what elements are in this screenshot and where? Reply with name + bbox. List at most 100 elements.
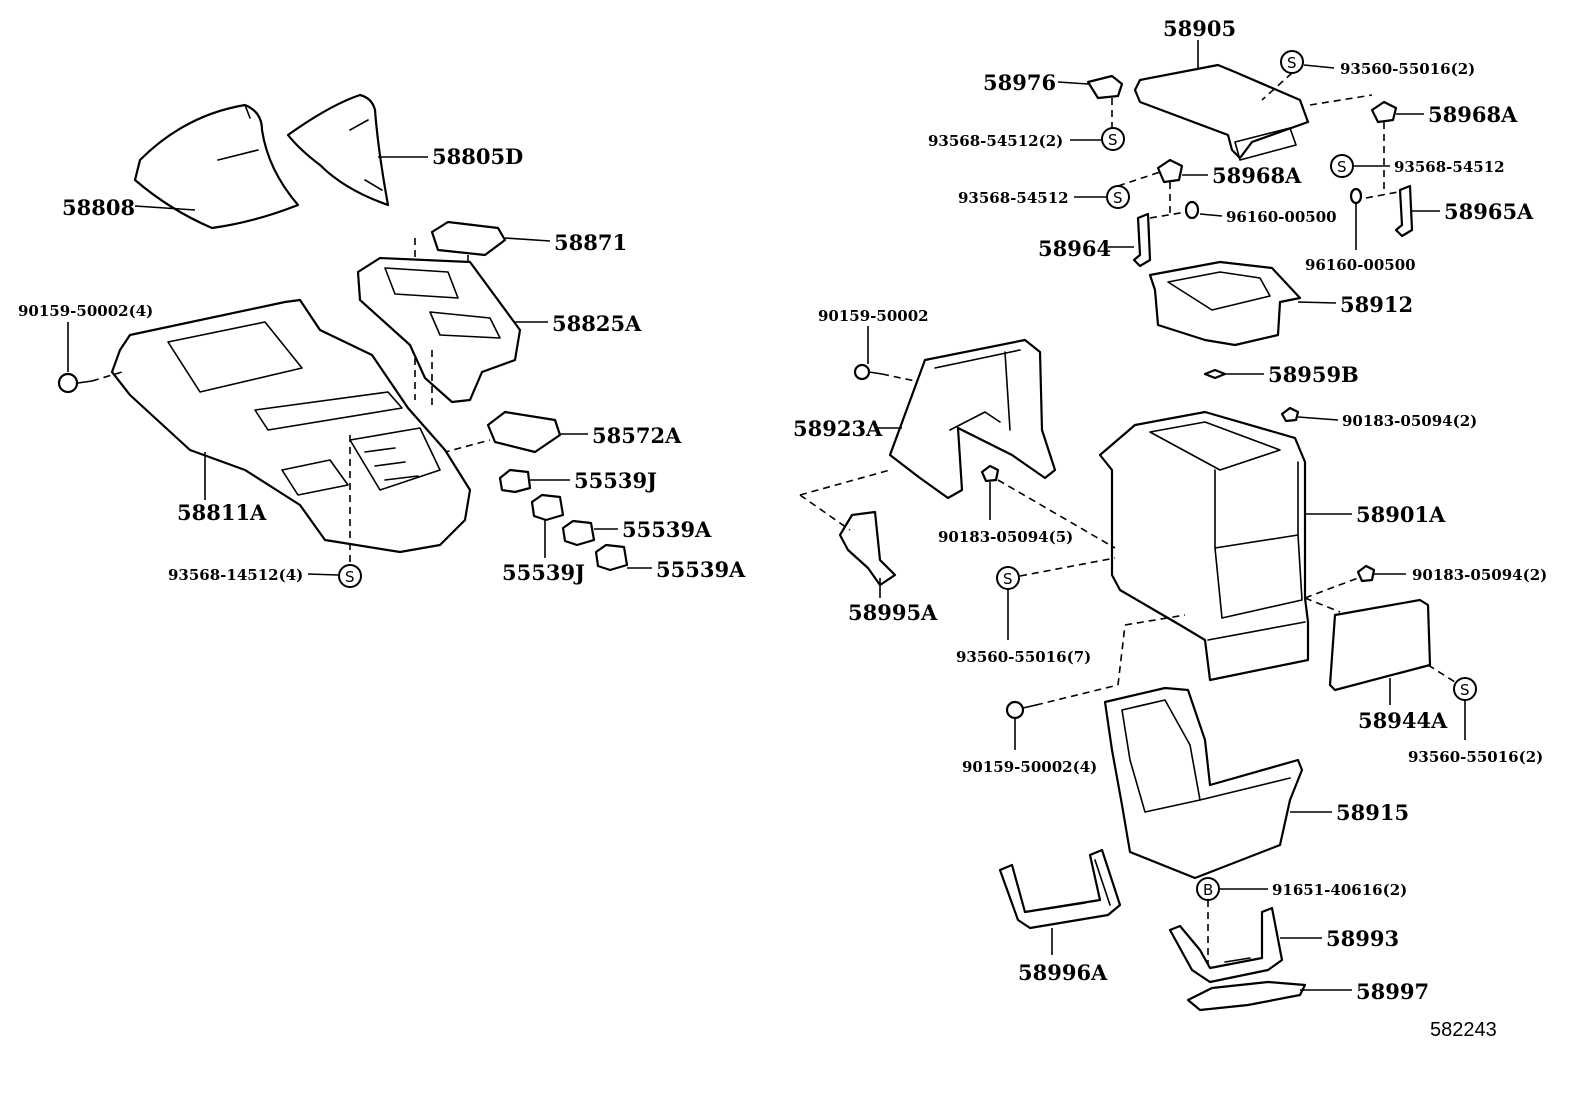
dash-58965A bbox=[1365, 191, 1399, 199]
label-58964: 58964 bbox=[1038, 236, 1111, 261]
screw-symbol-text-top: S bbox=[1287, 54, 1297, 72]
screw-symbol-text-3: S bbox=[1337, 158, 1347, 176]
label-58912: 58912 bbox=[1340, 292, 1413, 317]
part-58912-shape bbox=[1148, 260, 1302, 347]
label-58965A: 58965A bbox=[1444, 199, 1534, 224]
part-58965A-shape bbox=[1394, 184, 1414, 238]
label-96160-00500-a: 96160-00500 bbox=[1226, 208, 1337, 226]
label-58572A: 58572A bbox=[592, 423, 682, 448]
part-58959B-shape bbox=[1203, 368, 1227, 380]
label-58944A: 58944A bbox=[1358, 708, 1448, 733]
part-55539A-a-shape bbox=[561, 519, 596, 547]
part-90183-5-shape bbox=[980, 464, 1000, 483]
part-58964-shape bbox=[1132, 212, 1152, 268]
label-93560-55016-7: 93560-55016(7) bbox=[956, 648, 1091, 666]
screw-symbol-icon-3 bbox=[1330, 154, 1354, 178]
label-58997: 58997 bbox=[1356, 979, 1429, 1004]
label-58968A-b: 58968A bbox=[1212, 163, 1302, 188]
part-58968A-a-shape bbox=[1370, 100, 1398, 124]
leader-93568-14512 bbox=[307, 573, 339, 576]
part-58944A-shape bbox=[1328, 598, 1432, 692]
screw-symbol-text: S bbox=[345, 568, 355, 586]
part-58811A-shape bbox=[110, 298, 472, 554]
illustration-ref-number: 582243 bbox=[1430, 1019, 1497, 1041]
label-58993: 58993 bbox=[1326, 926, 1399, 951]
label-58825A: 58825A bbox=[552, 311, 642, 336]
label-90159-50002-4b: 90159-50002(4) bbox=[962, 758, 1097, 776]
label-93560-55016-2b: 93560-55016(2) bbox=[1408, 748, 1543, 766]
label-90159-50002: 90159-50002 bbox=[818, 307, 929, 325]
label-58995A: 58995A bbox=[848, 600, 938, 625]
part-58915-shape bbox=[1103, 686, 1304, 880]
dash-58968A-a bbox=[1309, 94, 1373, 106]
part-58805D-shape bbox=[286, 93, 390, 207]
dash-93560-2b bbox=[1427, 664, 1456, 683]
part-58996A-shape bbox=[998, 848, 1122, 930]
part-58995A-shape bbox=[838, 510, 897, 587]
dash-93560-2a bbox=[1261, 72, 1293, 101]
part-58808-shape bbox=[133, 103, 300, 230]
bolt-symbol-text: B bbox=[1203, 881, 1213, 899]
part-58871-shape bbox=[430, 220, 507, 257]
dash-90159-4b-c bbox=[1124, 614, 1186, 626]
label-93568-54512-2: 93568-54512(2) bbox=[928, 132, 1063, 150]
dash-58964 bbox=[1149, 211, 1187, 219]
label-96160-00500-b: 96160-00500 bbox=[1305, 256, 1416, 274]
dash-93560-7 bbox=[1019, 557, 1116, 577]
part-96160-b-shape bbox=[1349, 187, 1363, 205]
screw-symbol-text-6: S bbox=[1460, 681, 1470, 699]
dash-90159-4b-a bbox=[1035, 684, 1119, 706]
label-58808: 58808 bbox=[62, 195, 135, 220]
screw-symbol-text-5: S bbox=[1003, 570, 1013, 588]
part-55539J-a-shape bbox=[498, 468, 532, 494]
dash-90159-4b-b bbox=[1117, 624, 1126, 686]
part-58923A-shape bbox=[888, 338, 1057, 500]
dash-90183-5 bbox=[997, 479, 1116, 549]
label-55539A-a: 55539A bbox=[622, 517, 712, 542]
label-58905: 58905 bbox=[1163, 16, 1236, 41]
label-58959B: 58959B bbox=[1268, 362, 1359, 387]
leader-96160-a bbox=[1199, 213, 1223, 217]
leader-58871 bbox=[504, 237, 551, 242]
part-58825A-shape bbox=[356, 256, 522, 404]
label-58923A: 58923A bbox=[793, 416, 883, 441]
label-58811A: 58811A bbox=[177, 500, 267, 525]
label-58871: 58871 bbox=[554, 230, 627, 255]
part-90159-clip-shape bbox=[57, 372, 93, 394]
part-90183-2a-shape bbox=[1280, 406, 1300, 423]
label-58915: 58915 bbox=[1336, 800, 1409, 825]
label-93568-54512-r: 93568-54512 bbox=[1394, 158, 1505, 176]
label-93568-54512-l: 93568-54512 bbox=[958, 189, 1069, 207]
leader-93560-2a bbox=[1303, 64, 1335, 69]
part-58901A-shape bbox=[1098, 410, 1310, 682]
part-58968A-b-shape bbox=[1156, 158, 1184, 184]
part-96160-a-shape bbox=[1184, 200, 1200, 220]
label-55539A-b: 55539A bbox=[656, 557, 746, 582]
label-55539J-b: 55539J bbox=[502, 560, 585, 585]
dash-90183-2b bbox=[1304, 577, 1359, 599]
screw-symbol-text-4: S bbox=[1113, 189, 1123, 207]
part-58572A-shape bbox=[486, 410, 562, 454]
label-58805D: 58805D bbox=[432, 144, 523, 169]
label-58976: 58976 bbox=[983, 70, 1056, 95]
dash-58944A bbox=[1304, 597, 1341, 613]
screw-symbol-icon-2 bbox=[1101, 127, 1125, 151]
label-93568-14512-4: 93568-14512(4) bbox=[168, 566, 303, 584]
dash-58995A-b bbox=[799, 494, 851, 531]
leader-58912 bbox=[1297, 301, 1337, 304]
part-90183-2b-shape bbox=[1356, 564, 1376, 583]
dash-58995A-a bbox=[799, 469, 891, 496]
dash-90159-4 bbox=[91, 371, 123, 382]
part-55539J-b-shape bbox=[530, 493, 565, 522]
part-55539A-b-shape bbox=[594, 543, 629, 572]
label-90159-50002-4: 90159-50002(4) bbox=[18, 302, 153, 320]
label-58968A-a: 58968A bbox=[1428, 102, 1518, 127]
part-58905-shape bbox=[1133, 63, 1310, 161]
part-58993-shape bbox=[1168, 906, 1284, 984]
part-90159-4b-shape bbox=[1005, 700, 1037, 720]
label-90183-05094-2a: 90183-05094(2) bbox=[1342, 412, 1477, 430]
leader-58976 bbox=[1057, 81, 1089, 85]
label-93560-55016-2a: 93560-55016(2) bbox=[1340, 60, 1475, 78]
leader-90183-2a bbox=[1297, 416, 1339, 421]
